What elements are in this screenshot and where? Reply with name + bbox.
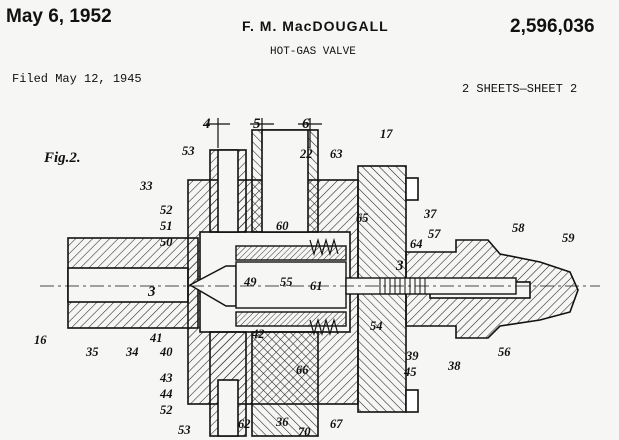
ref-numeral: 58 bbox=[512, 221, 525, 235]
section-mark: 3 bbox=[395, 258, 404, 274]
section-marks: 4 5 6 3 3 bbox=[147, 116, 404, 300]
ref-numeral: 35 bbox=[85, 345, 99, 359]
ref-numeral: 62 bbox=[238, 417, 251, 431]
valve-internals bbox=[40, 237, 600, 337]
ref-numeral: 65 bbox=[356, 211, 369, 225]
ref-numeral: 44 bbox=[159, 387, 173, 401]
ref-numeral: 16 bbox=[34, 333, 47, 347]
patent-title: HOT-GAS VALVE bbox=[270, 46, 356, 58]
ref-numeral: 51 bbox=[160, 219, 173, 233]
ref-numeral: 41 bbox=[149, 331, 163, 345]
ref-numeral: 17 bbox=[380, 127, 393, 141]
ref-numeral: 63 bbox=[330, 147, 343, 161]
inventor-name: F. M. MacDOUGALL bbox=[242, 18, 389, 34]
ref-numeral: 43 bbox=[159, 371, 173, 385]
patent-number: 2,596,036 bbox=[510, 16, 595, 37]
ref-numeral: 66 bbox=[296, 363, 309, 377]
ref-numeral: 61 bbox=[310, 279, 323, 293]
ref-numeral: 55 bbox=[280, 275, 293, 289]
ref-numeral: 52 bbox=[160, 203, 173, 217]
ref-numeral: 57 bbox=[428, 227, 441, 241]
ref-numeral: 53 bbox=[178, 423, 191, 437]
ref-numeral: 33 bbox=[139, 179, 153, 193]
ref-numeral: 59 bbox=[562, 231, 575, 245]
patent-date: May 6, 1952 bbox=[6, 6, 112, 27]
section-mark: 4 bbox=[202, 116, 211, 132]
ref-numeral: 52 bbox=[160, 403, 173, 417]
sheet-count: 2 SHEETS—SHEET 2 bbox=[462, 82, 578, 96]
ref-numeral: 53 bbox=[182, 144, 195, 158]
ref-numeral: 40 bbox=[159, 345, 173, 359]
ref-numeral: 67 bbox=[330, 417, 343, 431]
ref-numeral: 45 bbox=[403, 365, 417, 379]
ref-numeral: 38 bbox=[447, 359, 461, 373]
filed-date: Filed May 12, 1945 bbox=[12, 72, 142, 86]
figure-label: Fig.2. bbox=[43, 150, 81, 166]
ref-numeral: 39 bbox=[405, 349, 419, 363]
ref-numeral: 64 bbox=[410, 237, 423, 251]
section-mark: 3 bbox=[147, 284, 156, 300]
section-lines bbox=[206, 118, 322, 148]
ref-numeral: 60 bbox=[276, 219, 289, 233]
ref-numeral: 42 bbox=[251, 327, 265, 341]
section-mark: 5 bbox=[253, 116, 261, 132]
ref-numeral: 34 bbox=[125, 345, 139, 359]
section-mark: 6 bbox=[302, 116, 310, 132]
ref-numeral: 49 bbox=[243, 275, 257, 289]
reference-numerals: 53 22 63 17 33 52 51 50 65 37 60 64 57 5… bbox=[34, 127, 575, 439]
ref-numeral: 37 bbox=[423, 207, 437, 221]
ref-numeral: 22 bbox=[299, 147, 313, 161]
ref-numeral: 56 bbox=[498, 345, 511, 359]
ref-numeral: 54 bbox=[370, 319, 383, 333]
ref-numeral: 36 bbox=[275, 415, 289, 429]
ref-numeral: 50 bbox=[160, 235, 173, 249]
ref-numeral: 70 bbox=[298, 425, 311, 439]
